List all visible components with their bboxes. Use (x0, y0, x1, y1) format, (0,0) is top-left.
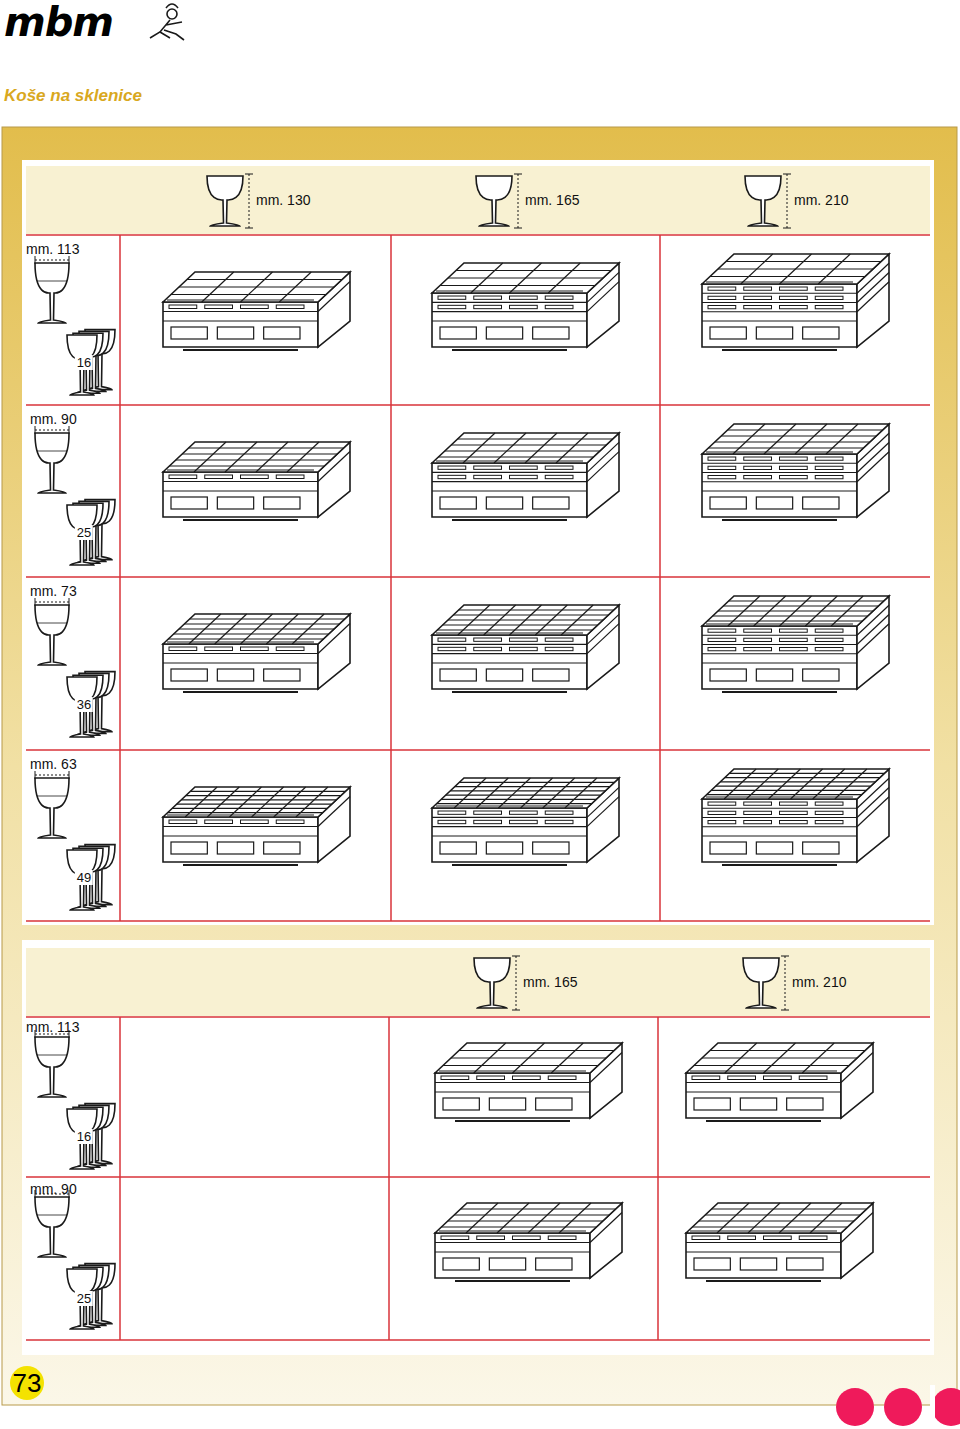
glass-icon (67, 677, 97, 737)
decor-dot (836, 1388, 874, 1426)
dimension-label: mm. 130 (256, 192, 310, 209)
grid-line (659, 235, 661, 921)
dimension-label: mm. 73 (30, 583, 77, 600)
glass-icon (207, 176, 243, 226)
glass-rack (702, 596, 889, 692)
grid-line (26, 1176, 930, 1178)
dimension-label: mm. 165 (525, 192, 579, 209)
glass-icon (35, 433, 69, 493)
glass-count: 25 (75, 525, 93, 540)
logo-figure (150, 4, 184, 40)
grid-line (119, 235, 121, 921)
glass-rack (432, 433, 619, 520)
dimension-label: mm. 113 (26, 1019, 79, 1036)
page-title: Koše na sklenice (4, 86, 142, 106)
grid-line (26, 749, 930, 751)
glass-icon (745, 176, 781, 226)
glass-count: 25 (75, 1291, 93, 1306)
glass-rack (432, 263, 619, 350)
panel (2, 127, 957, 1405)
header-band (26, 166, 930, 234)
glass-rack (686, 1043, 873, 1121)
grid-line (26, 1016, 930, 1018)
glass-rack (686, 1203, 873, 1281)
grid-line (26, 404, 930, 406)
decor-dot (884, 1388, 922, 1426)
dimension-label: mm. 63 (30, 756, 77, 773)
dimension-label: mm. 113 (26, 241, 79, 258)
brand-logo: mbm (4, 0, 113, 44)
grid-line (26, 1339, 930, 1341)
page-number: 73 (13, 1368, 42, 1398)
glass-rack (163, 787, 350, 865)
decor-dot (932, 1388, 960, 1426)
header-band (26, 948, 930, 1016)
grid-line (390, 235, 392, 921)
glass-count: 49 (75, 870, 93, 885)
glass-rack (702, 254, 889, 350)
glass-icon (67, 335, 97, 395)
glass-count: 16 (75, 1129, 93, 1144)
grid-line (26, 920, 930, 922)
dimension-label: mm. 90 (30, 1181, 77, 1198)
table-ground (22, 160, 934, 925)
dimension-label: mm. 90 (30, 411, 77, 428)
grid-line (657, 1017, 659, 1340)
glass-icon (474, 958, 510, 1008)
page-badge (10, 1366, 44, 1400)
grid-line (26, 576, 930, 578)
glass-rack (702, 424, 889, 520)
glass-icon (35, 263, 69, 323)
grid-line (119, 1017, 121, 1340)
glass-icon (67, 850, 97, 910)
glass-rack (163, 614, 350, 692)
glass-count: 16 (75, 355, 93, 370)
glass-icon (743, 958, 779, 1008)
glass-icon (67, 505, 97, 565)
glass-rack (163, 272, 350, 350)
glass-icon (35, 1037, 69, 1097)
glass-rack (432, 778, 619, 865)
glass-rack (702, 769, 889, 865)
dimension-label: mm. 165 (523, 974, 577, 991)
glass-icon (35, 1197, 69, 1257)
dimension-label: mm. 210 (794, 192, 848, 209)
glass-icon (35, 605, 69, 665)
glass-icon (476, 176, 512, 226)
glass-rack (432, 605, 619, 692)
grid-line (388, 1017, 390, 1340)
dimension-label: mm. 210 (792, 974, 846, 991)
grid-line (26, 234, 930, 236)
glass-rack (435, 1043, 622, 1121)
glass-count: 36 (75, 697, 93, 712)
table-ground (22, 940, 934, 1355)
glass-icon (67, 1269, 97, 1329)
glass-rack (163, 442, 350, 520)
glass-rack (435, 1203, 622, 1281)
glass-icon (35, 778, 69, 838)
glass-icon (67, 1109, 97, 1169)
